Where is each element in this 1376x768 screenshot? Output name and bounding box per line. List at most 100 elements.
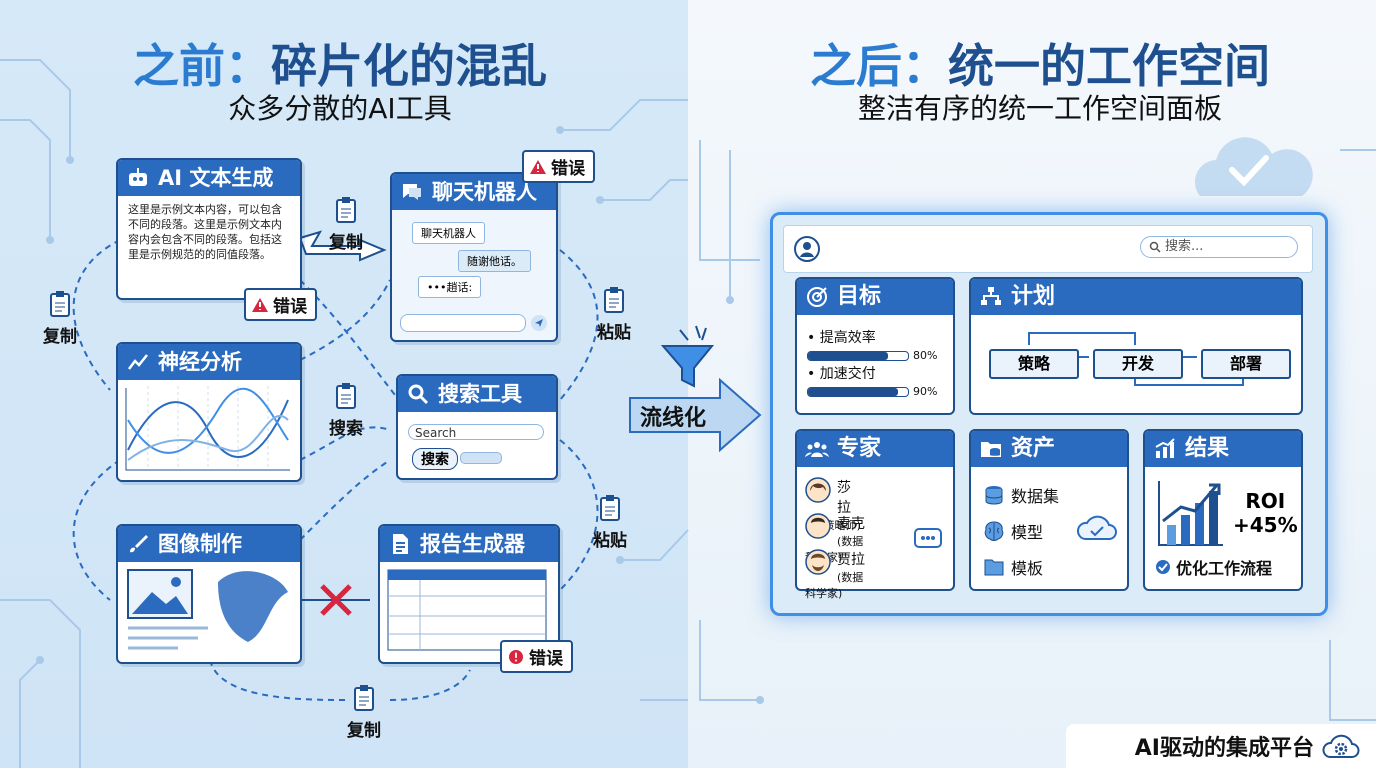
neural-analysis-title: 神经分析: [158, 350, 242, 374]
copy-op-bottom-label: 复制: [347, 721, 381, 741]
chatbot-card[interactable]: 聊天机器人 聊天机器人 随谢他话。 •••趙话:: [390, 172, 558, 342]
plan-header: 计划: [971, 279, 1301, 315]
goal-item-2-fill: [808, 387, 898, 396]
paste-op-lower-label: 粘贴: [593, 531, 627, 551]
goal-item-1-pct: 80%: [913, 349, 938, 362]
goal-item-2-label: • 加速交付: [807, 366, 876, 382]
asset-model-label: 模型: [1011, 523, 1044, 542]
goal-item-1-label: • 提高效率: [807, 330, 876, 346]
clipboard-icon: [354, 685, 374, 711]
results-note-label: 优化工作流程: [1176, 559, 1273, 578]
assets-title: 资产: [1011, 436, 1056, 461]
goals-title: 目标: [837, 284, 882, 309]
copy-op-left: 复制: [34, 290, 86, 347]
chat-bubble-icon: [403, 184, 421, 200]
report-generator-card[interactable]: 报告生成器: [378, 524, 560, 664]
assets-panel[interactable]: 资产 数据集 模型 模板: [969, 429, 1129, 591]
chat-input[interactable]: [400, 314, 526, 332]
brain-icon: [984, 521, 1004, 541]
unified-dashboard[interactable]: 搜索... 目标 • 提高效率 80% • 加速交付 90% 计划: [770, 212, 1328, 616]
plan-step-develop[interactable]: 开发: [1093, 349, 1183, 379]
chat-message-3: •••趙话:: [418, 276, 482, 298]
platform-footer: AI驱动的集成平台: [1066, 724, 1376, 768]
paste-op-right-label: 粘贴: [597, 323, 631, 343]
document-icon: [393, 534, 408, 554]
avatar-male-icon: [805, 513, 831, 539]
search-tool-input[interactable]: Search: [408, 424, 544, 440]
experts-title: 专家: [837, 436, 882, 461]
error-badge-text: 错误: [244, 288, 317, 321]
plan-panel[interactable]: 计划 策略 开发 部署: [969, 277, 1303, 415]
copy-op-top: 复制: [320, 196, 372, 253]
after-title-main: 统一的工作空间: [948, 39, 1270, 93]
folder-icon: [984, 559, 1004, 576]
platform-footer-label: AI驱动的集成平台: [1134, 736, 1314, 761]
clipboard-icon: [336, 383, 356, 409]
chat-dots-icon: [914, 528, 942, 548]
avatar-bearded-icon: [805, 549, 831, 575]
copy-op-top-label: 复制: [329, 233, 363, 253]
text-generation-card[interactable]: AI 文本生成 这里是示例文本内容，可以包含不同的段落。这里是示例文本内容内会包…: [116, 158, 302, 300]
results-panel[interactable]: 结果 ROI +45% 优化工作流程: [1143, 429, 1303, 591]
image-production-header: 图像制作: [118, 526, 300, 562]
asset-item-template[interactable]: 模板: [983, 555, 1043, 579]
dashboard-search-placeholder: 搜索...: [1165, 239, 1204, 254]
warning-icon: [530, 159, 546, 174]
asset-item-dataset[interactable]: 数据集: [983, 483, 1059, 507]
flowchart-icon: [981, 287, 1001, 305]
image-production-card[interactable]: 图像制作: [116, 524, 302, 664]
before-title-prefix: 之前：: [133, 39, 271, 93]
results-note: 优化工作流程: [1155, 555, 1272, 579]
goal-item-1-fill: [808, 351, 888, 360]
send-icon[interactable]: [530, 314, 548, 332]
after-title: 之后：统一的工作空间: [730, 38, 1350, 94]
clipboard-icon: [336, 197, 356, 223]
report-generator-title: 报告生成器: [420, 532, 525, 556]
expert-2-name: 麦克: [837, 516, 865, 532]
neural-analysis-header: 神经分析: [118, 344, 300, 380]
text-generation-title: AI 文本生成: [158, 166, 274, 190]
results-header: 结果: [1145, 431, 1301, 467]
neural-analysis-card[interactable]: 神经分析: [116, 342, 302, 482]
before-title-main: 碎片化的混乱: [271, 39, 547, 93]
text-generation-body: 这里是示例文本内容，可以包含不同的段落。这里是示例文本内容内会包含不同的段落。包…: [128, 203, 282, 261]
plan-step-deploy[interactable]: 部署: [1201, 349, 1291, 379]
search-tool-button[interactable]: 搜索: [412, 448, 458, 470]
neural-wave-chart: [125, 386, 290, 471]
cloud-sync-icon: [1077, 515, 1117, 540]
database-icon: [985, 486, 1003, 505]
expert-row-3[interactable]: 贾拉 (数据科学家): [805, 549, 869, 601]
dashboard-search-input[interactable]: 搜索...: [1140, 236, 1298, 258]
search-tool-toggle[interactable]: [460, 452, 502, 464]
magnifier-icon: [408, 384, 429, 405]
goals-panel[interactable]: 目标 • 提高效率 80% • 加速交付 90%: [795, 277, 955, 415]
chatbot-title: 聊天机器人: [432, 180, 537, 204]
experts-panel[interactable]: 专家 莎拉 (AI 策略师) 麦克 (数据科学家) 贾拉 (数据科学家): [795, 429, 955, 600]
paste-op-lower: 粘贴: [584, 494, 636, 551]
bar-chart-icon: [1155, 438, 1175, 458]
asset-template-label: 模板: [1011, 559, 1044, 578]
error-badge-report: 错误: [500, 640, 573, 673]
asset-dataset-label: 数据集: [1011, 487, 1060, 506]
goals-header: 目标: [797, 279, 953, 315]
expert-3-name: 贾拉: [837, 552, 865, 568]
image-placeholder: [127, 569, 288, 650]
robot-icon: [129, 168, 147, 186]
target-icon: [807, 287, 827, 307]
clipboard-icon: [604, 287, 624, 313]
expert-1-name: 莎拉: [837, 480, 851, 516]
error-label-text: 错误: [273, 297, 307, 317]
search-tool-header: 搜索工具: [398, 376, 556, 412]
user-avatar-icon[interactable]: [794, 236, 820, 262]
growth-chart-icon: [1158, 481, 1223, 546]
search-op-mid-label: 搜索: [329, 419, 363, 439]
plan-step-strategy[interactable]: 策略: [989, 349, 1079, 379]
asset-item-model[interactable]: 模型: [983, 519, 1043, 543]
search-tool-card[interactable]: 搜索工具 Search 搜索: [396, 374, 558, 480]
error-circle-icon: [509, 649, 523, 664]
clipboard-icon: [600, 495, 620, 521]
roi-label: ROI: [1245, 489, 1286, 513]
goal-item-1-bar: [807, 350, 909, 361]
goal-item-2-pct: 90%: [913, 385, 938, 398]
streamline-label: 流线化: [640, 406, 707, 431]
